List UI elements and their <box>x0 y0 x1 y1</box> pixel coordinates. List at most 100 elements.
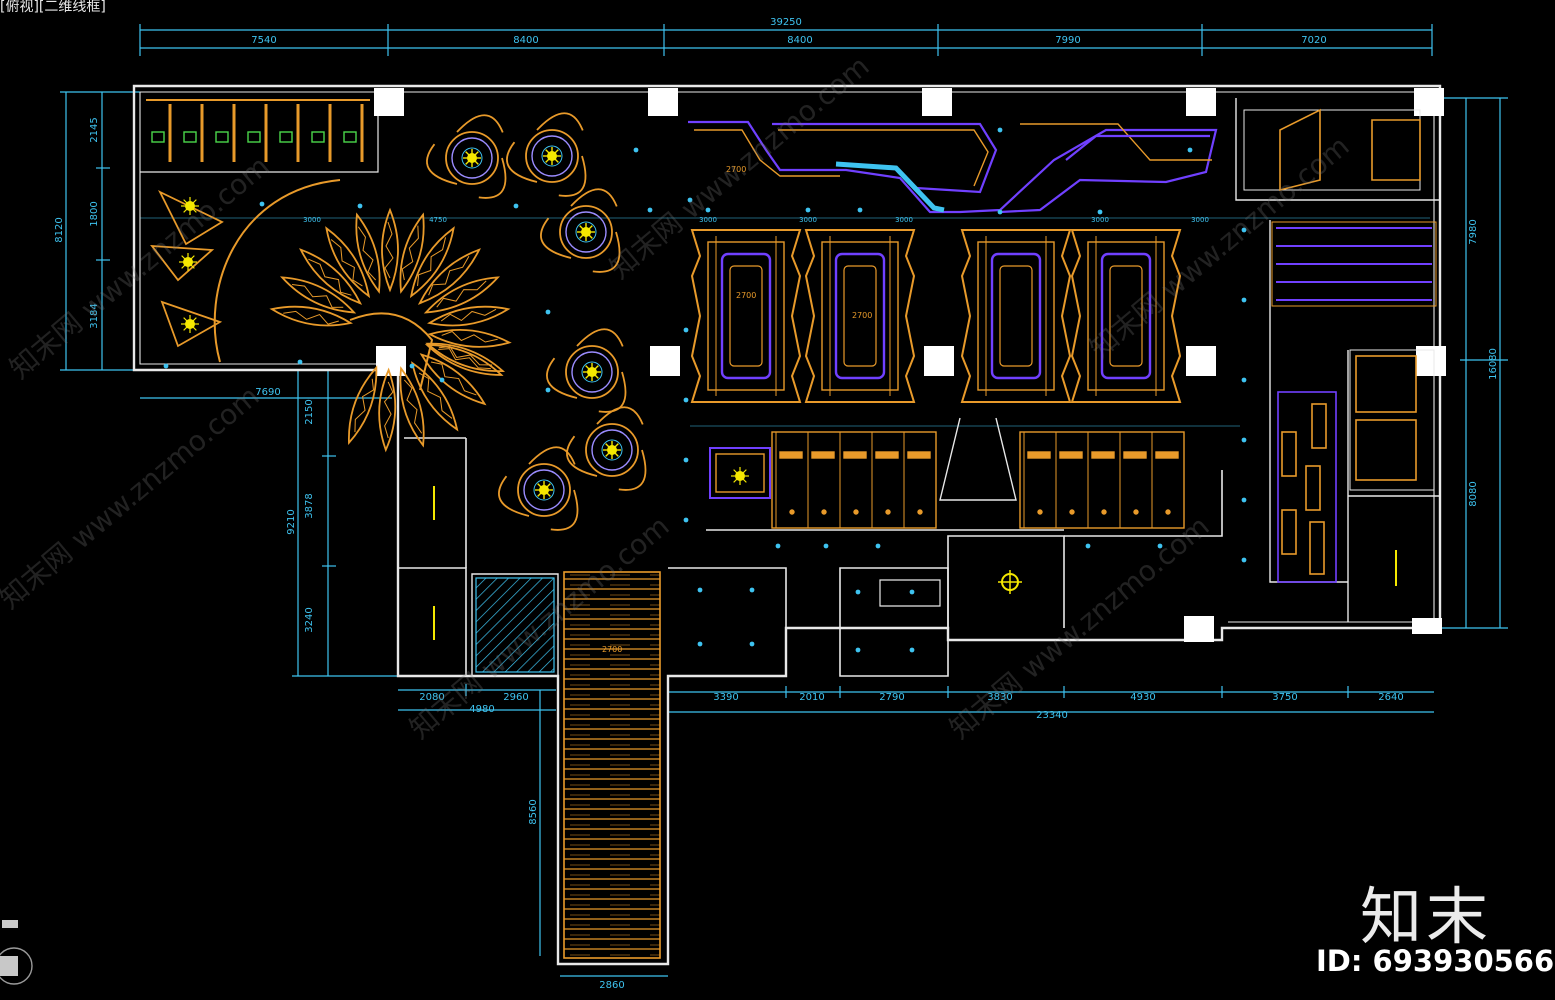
petal <box>279 276 357 314</box>
medallion <box>546 328 627 413</box>
height-mark: 2700 <box>736 291 756 300</box>
bar-counter <box>146 99 370 162</box>
dim-grid: 3000 <box>699 216 717 224</box>
petal <box>423 276 501 314</box>
medallion <box>426 114 507 199</box>
column <box>1414 88 1444 116</box>
dim-right-seg: 7980 <box>1468 219 1479 244</box>
dim-corridor-width: 2860 <box>599 980 624 991</box>
dim-bottom-left-seg: 2960 <box>503 692 528 703</box>
ucs-icon <box>0 920 33 985</box>
dim-top-seg: 7540 <box>251 35 276 46</box>
column <box>1186 88 1216 116</box>
booth <box>960 229 1072 403</box>
dim-top-seg: 7020 <box>1301 35 1326 46</box>
petal <box>425 342 506 372</box>
petal <box>378 367 397 453</box>
dim-left-lower-seg: 3240 <box>304 607 315 632</box>
viewport-label[interactable]: [俯视][二维线框] <box>0 0 106 15</box>
walls <box>132 84 1442 966</box>
corridor-wood-floor <box>563 571 661 959</box>
height-mark: 2700 <box>726 165 746 174</box>
purple-feature-ceiling <box>688 120 1218 214</box>
petal <box>381 207 399 293</box>
dim-bottom-left-total: 4980 <box>469 704 494 715</box>
small-light <box>181 315 199 333</box>
dim-grid: 3000 <box>895 216 913 224</box>
medallion <box>540 188 621 273</box>
dim-left-seg: 2145 <box>89 117 100 142</box>
dim-left-lower-seg: 3878 <box>304 493 315 518</box>
petal-ceiling <box>269 207 512 453</box>
petal <box>427 328 512 348</box>
column <box>650 346 680 376</box>
dim-grid: 3000 <box>799 216 817 224</box>
petal <box>399 366 425 448</box>
dim-grid: 3000 <box>303 216 321 224</box>
dim-bottom-right-seg: 3830 <box>987 692 1012 703</box>
small-fixtures <box>163 127 1247 653</box>
dim-top-seg: 8400 <box>787 35 812 46</box>
dim-bottom-right-seg: 2790 <box>879 692 904 703</box>
column <box>1184 616 1214 642</box>
dim-bottom-left-seg: 2080 <box>419 692 444 703</box>
dim-bottom-right-seg: 3390 <box>713 692 738 703</box>
dim-grid: 3000 <box>1191 216 1209 224</box>
column <box>1416 346 1446 376</box>
cabinet-row <box>709 417 1185 529</box>
petal <box>417 248 481 305</box>
petal <box>424 344 504 376</box>
structural-columns <box>374 88 1446 642</box>
petal <box>399 212 425 294</box>
booth <box>690 229 802 403</box>
dimension-text: 39250 7540 8400 8400 7990 7020 8120 2145… <box>54 17 1499 991</box>
booth <box>804 229 916 403</box>
dim-bottom-right-seg: 4930 <box>1130 692 1155 703</box>
dim-bottom-right-seg: 2640 <box>1378 692 1403 703</box>
dim-grid: 4750 <box>429 216 447 224</box>
watermark: 知末网 www.znzmo.com <box>1083 129 1355 365</box>
id-tag: ID: 693930566 <box>1316 944 1555 978</box>
column <box>924 346 954 376</box>
lamps <box>433 486 1397 640</box>
dim-left-lower-total: 9210 <box>286 509 297 534</box>
small-light <box>181 197 199 215</box>
watermark: 知末网 www.znzmo.com <box>943 509 1215 745</box>
petal <box>409 226 455 299</box>
column <box>648 88 678 116</box>
column <box>1186 346 1216 376</box>
booth <box>1070 229 1182 403</box>
ceiling-height-marks: 2700 2700 2700 2700 <box>602 165 872 654</box>
dim-grid: 3000 <box>1091 216 1109 224</box>
dim-bottom-right-seg: 2010 <box>799 692 824 703</box>
height-mark: 2700 <box>602 645 622 654</box>
column <box>1412 618 1442 634</box>
dim-left-wing: 7690 <box>255 387 280 398</box>
petal <box>348 365 378 446</box>
dim-left-lower-seg: 2150 <box>304 399 315 424</box>
stair-shaft-hatch <box>475 577 555 673</box>
petal <box>325 226 371 299</box>
ceiling-arc <box>213 179 341 363</box>
dim-corridor-length: 8560 <box>528 799 539 824</box>
small-light <box>179 253 197 271</box>
spiral-medallions <box>179 112 749 531</box>
watermark: 知末网 www.znzmo.com <box>3 149 275 385</box>
dim-bottom-right-seg: 3750 <box>1272 692 1297 703</box>
small-light <box>731 467 749 485</box>
dim-total-top: 39250 <box>770 17 802 28</box>
petal <box>269 305 353 327</box>
column <box>922 88 952 116</box>
dimension-lines <box>60 24 1508 977</box>
medallion <box>498 446 579 531</box>
dim-left-seg: 1800 <box>89 201 100 226</box>
brand-logo: 知末 <box>1360 880 1493 953</box>
dim-top-seg: 8400 <box>513 35 538 46</box>
watermark: 知末网 www.znzmo.com <box>0 379 266 615</box>
petal <box>299 248 363 305</box>
medallion <box>506 112 587 197</box>
booth-ceilings <box>690 229 1182 403</box>
column <box>374 88 404 116</box>
petal <box>419 353 487 406</box>
